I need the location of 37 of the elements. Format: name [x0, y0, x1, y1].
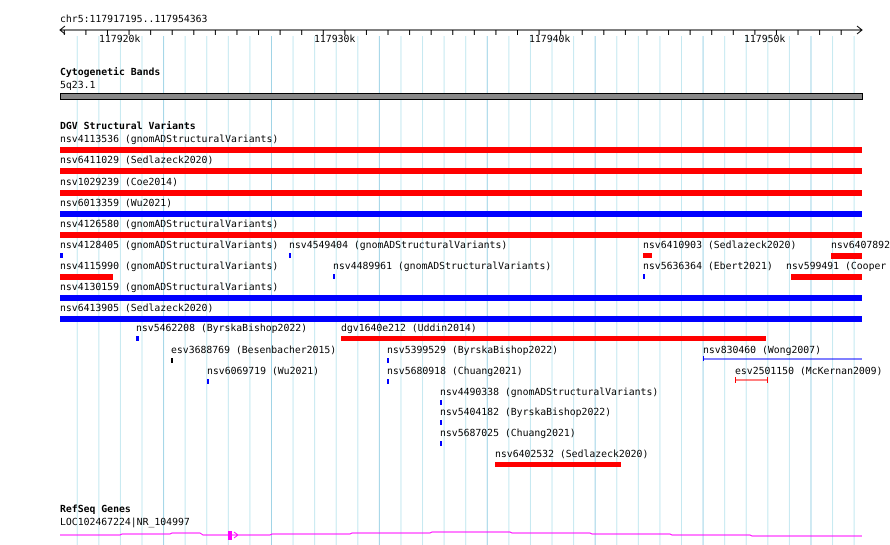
band-label: 5q23.1: [60, 80, 96, 92]
variant-label: nsv4128405 (gnomADStructuralVariants): [60, 240, 278, 252]
variant-label: nsv1029239 (Coe2014): [60, 177, 178, 189]
track-title: Cytogenetic Bands: [60, 67, 160, 79]
variant-label: nsv599491 (Cooper: [786, 261, 886, 273]
variant-label: nsv4549404 (gnomADStructuralVariants): [289, 240, 508, 252]
variant-label: nsv6411029 (Sedlazeck2020): [60, 155, 214, 167]
variant-label: nsv6413905 (Sedlazeck2020): [60, 303, 214, 315]
variant-label: nsv4489961 (gnomADStructuralVariants): [333, 261, 552, 273]
variant-label: nsv5680918 (Chuang2021): [387, 366, 523, 378]
tick-label: 117950k: [744, 34, 786, 46]
tick-label: 117920k: [99, 34, 140, 46]
track-title: DGV Structural Variants: [60, 121, 196, 133]
variant-label: nsv5636364 (Ebert2021): [643, 261, 773, 273]
variant-label: nsv5687025 (Chuang2021): [440, 428, 576, 440]
variant-label: nsv6402532 (Sedlazeck2020): [495, 449, 648, 461]
variant-label: esv3688769 (Besenbacher2015): [171, 345, 336, 357]
variant-label: nsv4126580 (gnomADStructuralVariants): [60, 219, 278, 231]
variant-label: dgv1640e212 (Uddin2014): [341, 323, 477, 335]
variant-label: nsv6013359 (Wu2021): [60, 198, 172, 210]
variant-label: nsv4130159 (gnomADStructuralVariants): [60, 282, 278, 294]
variant-label: nsv5399529 (ByrskaBishop2022): [387, 345, 558, 357]
track-title: RefSeq Genes: [60, 504, 131, 516]
variant-label: nsv6410903 (Sedlazeck2020): [643, 240, 796, 252]
variant-label: nsv5404182 (ByrskaBishop2022): [440, 407, 612, 419]
variant-label: nsv4115990 (gnomADStructuralVariants): [60, 261, 278, 273]
position-label: chr5:117917195..117954363: [60, 14, 208, 26]
variant-label: nsv5462208 (ByrskaBishop2022): [136, 323, 308, 335]
variant-label: nsv6407892: [831, 240, 890, 252]
variant-label: nsv6069719 (Wu2021): [207, 366, 320, 378]
gene-label: LOC102467224|NR_104997: [60, 517, 190, 529]
variant-label: nsv4490338 (gnomADStructuralVariants): [440, 387, 658, 399]
tick-label: 117930k: [314, 34, 356, 46]
variant-label: nsv830460 (Wong2007): [703, 345, 821, 357]
tick-label: 117940k: [529, 34, 570, 46]
variant-label: esv2501150 (McKernan2009): [735, 366, 882, 378]
variant-label: nsv4113536 (gnomADStructuralVariants): [60, 134, 278, 146]
